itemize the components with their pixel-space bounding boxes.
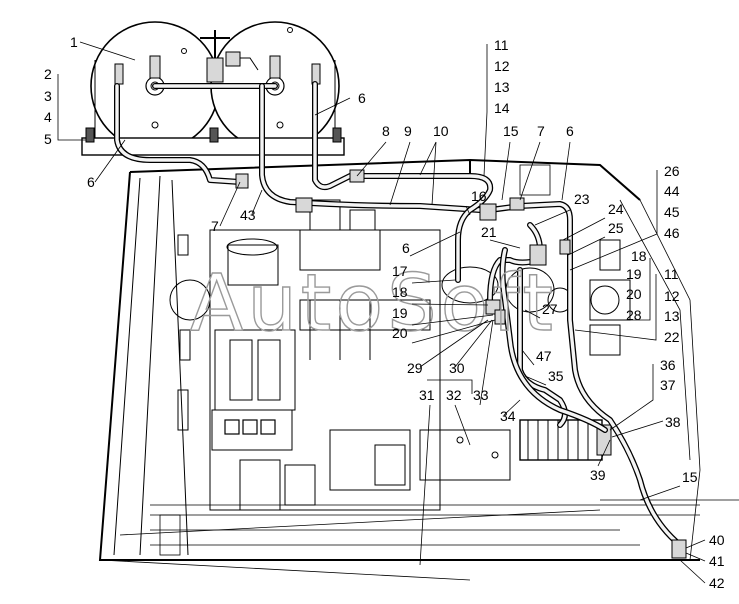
callout-16: 16 — [471, 188, 487, 204]
callout-39: 39 — [590, 467, 606, 483]
callout-31: 31 — [419, 387, 435, 403]
callout-18: 18 — [392, 284, 408, 300]
callout-38: 38 — [665, 414, 681, 430]
callout-2: 2 — [44, 66, 52, 82]
leader-lines — [57, 41, 706, 584]
callout-44: 44 — [664, 183, 680, 199]
callout-36: 36 — [660, 357, 676, 373]
air-lines — [114, 81, 687, 559]
callout-3: 3 — [44, 88, 52, 104]
callout-17: 17 — [392, 263, 408, 279]
callout-7: 7 — [537, 123, 545, 139]
callout-33: 33 — [473, 387, 489, 403]
callout-37: 37 — [660, 377, 676, 393]
callout-35: 35 — [548, 368, 564, 384]
callout-12: 12 — [494, 58, 510, 74]
callout-10: 10 — [433, 123, 449, 139]
callout-18: 18 — [631, 248, 647, 264]
callout-23: 23 — [574, 191, 590, 207]
callout-34: 34 — [500, 408, 516, 424]
callout-43: 43 — [240, 207, 256, 223]
callout-15: 15 — [503, 123, 519, 139]
callout-5: 5 — [44, 131, 52, 147]
callout-30: 30 — [449, 360, 465, 376]
callout-41: 41 — [709, 553, 725, 569]
callout-42: 42 — [709, 575, 725, 591]
callout-47: 47 — [536, 348, 552, 364]
callout-8: 8 — [382, 123, 390, 139]
callout-45: 45 — [664, 204, 680, 220]
callout-27: 27 — [542, 301, 558, 317]
callout-24: 24 — [608, 201, 624, 217]
reservoir-valves — [114, 30, 321, 89]
callout-46: 46 — [664, 225, 680, 241]
callout-32: 32 — [446, 387, 462, 403]
callout-6: 6 — [358, 90, 366, 106]
chassis-frame — [98, 158, 739, 581]
callout-26: 26 — [664, 163, 680, 179]
callout-15: 15 — [682, 469, 698, 485]
callout-7: 7 — [211, 218, 219, 234]
callout-22: 22 — [664, 329, 680, 345]
callout-19: 19 — [392, 305, 408, 321]
callout-4: 4 — [44, 109, 52, 125]
callout-6: 6 — [402, 240, 410, 256]
right-side-mechanism — [441, 239, 631, 356]
callout-6: 6 — [566, 123, 574, 139]
callout-28: 28 — [626, 307, 642, 323]
callout-13: 13 — [664, 308, 680, 324]
callout-40: 40 — [709, 532, 725, 548]
callout-19: 19 — [626, 266, 642, 282]
reservoir-bracket — [81, 60, 345, 156]
callout-11: 11 — [664, 266, 679, 282]
callout-6: 6 — [87, 174, 95, 190]
callout-12: 12 — [664, 288, 680, 304]
callout-25: 25 — [608, 220, 624, 236]
callout-1: 1 — [70, 34, 78, 50]
engine-block — [169, 199, 511, 511]
callout-9: 9 — [404, 123, 412, 139]
callout-21: 21 — [481, 224, 497, 240]
callout-20: 20 — [626, 286, 642, 302]
callout-20: 20 — [392, 325, 408, 341]
watermark-text: AutoSoft — [190, 259, 557, 349]
callout-14: 14 — [494, 100, 510, 116]
callout-29: 29 — [407, 360, 423, 376]
callout-11: 11 — [494, 37, 509, 53]
callout-13: 13 — [494, 79, 510, 95]
